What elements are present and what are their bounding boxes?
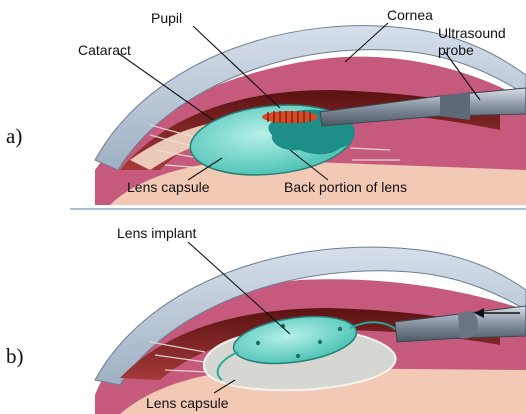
label-lens-implant: Lens implant	[117, 226, 196, 241]
label-lens-capsule-a: Lens capsule	[127, 180, 210, 195]
panel-b-marker: b)	[6, 344, 24, 369]
label-back-portion-of-lens: Back portion of lens	[284, 180, 407, 195]
label-lens-capsule-b: Lens capsule	[146, 396, 229, 411]
label-cataract: Cataract	[78, 43, 131, 58]
probe-tip-a	[262, 111, 318, 123]
panel-divider	[70, 208, 526, 210]
panel-a-marker: a)	[6, 124, 22, 149]
label-pupil: Pupil	[151, 11, 182, 26]
panel-b-illustration	[95, 242, 526, 414]
label-probe: probe	[438, 43, 474, 58]
label-cornea: Cornea	[387, 8, 433, 23]
label-ultrasound: Ultrasound	[438, 26, 506, 41]
